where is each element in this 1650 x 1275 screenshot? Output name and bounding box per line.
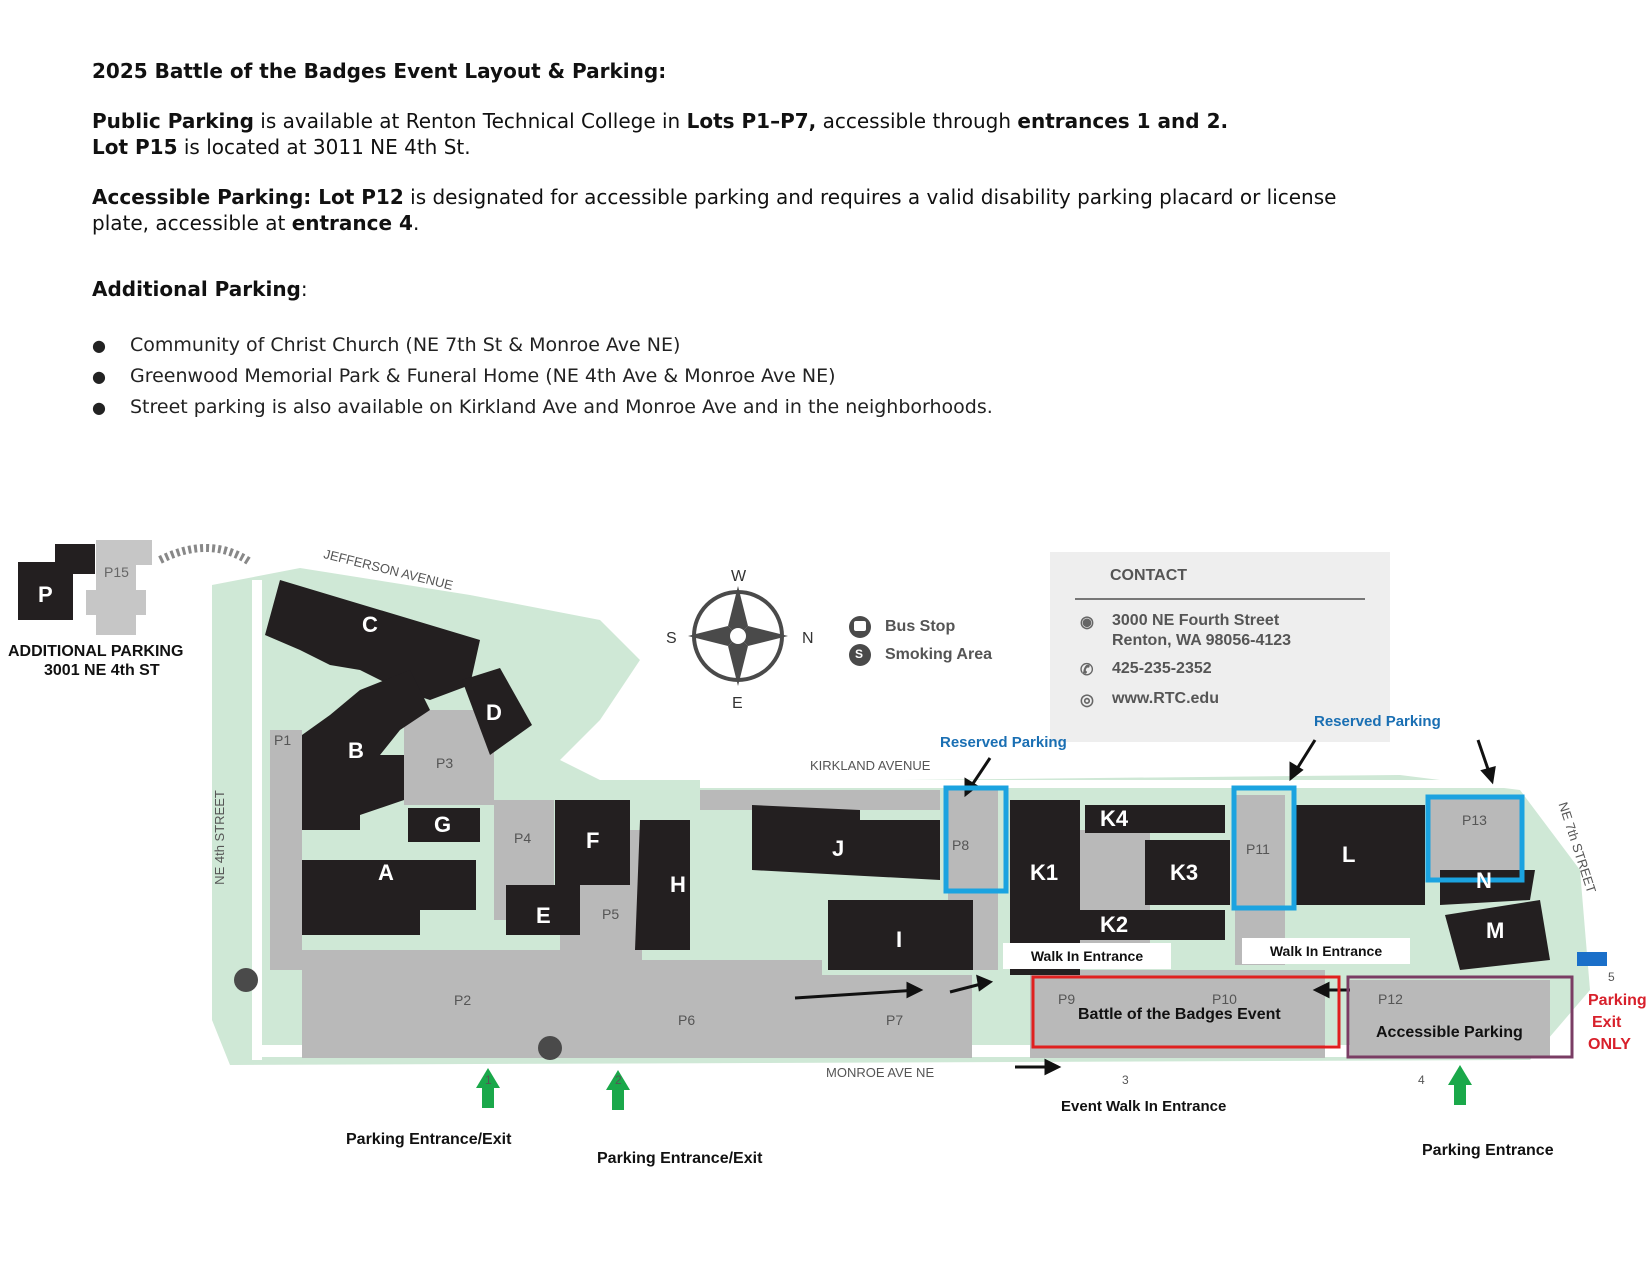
building-k4: K4 <box>1100 806 1129 831</box>
building-i: I <box>896 927 903 952</box>
lot-p13: P13 <box>1462 812 1487 828</box>
exit-only-line2: Exit <box>1592 1014 1622 1031</box>
building-a: A <box>378 860 394 885</box>
phone-icon: ✆ <box>1080 662 1094 679</box>
reserved-box-p13 <box>1425 794 1525 883</box>
p15-line: Lot P15 is located at 3011 NE 4th St. <box>92 135 471 159</box>
list-item: Community of Christ Church (NE 7th St & … <box>92 330 1392 361</box>
street-monroe: MONROE AVE NE <box>826 1065 935 1080</box>
contact-address1: 3000 NE Fourth Street <box>1112 612 1280 629</box>
compass-n: N <box>802 630 814 647</box>
lot-p7: P7 <box>886 1012 904 1028</box>
additional-parking-heading: Additional Parking: <box>92 277 308 301</box>
globe-icon: ◎ <box>1080 692 1094 709</box>
black-arrows <box>794 739 1496 1076</box>
contact-phone: 425-235-2352 <box>1112 660 1212 677</box>
legend-bus-stop: Bus Stop <box>885 618 956 635</box>
compass-s: S <box>666 630 677 647</box>
lot-p1: P1 <box>274 732 292 748</box>
building-h: H <box>670 872 686 897</box>
accessible-parking-label: Accessible Parking <box>1376 1024 1523 1041</box>
contact-panel <box>1050 552 1390 742</box>
lot-p4: P4 <box>514 830 532 846</box>
additional-parking-badge: P <box>38 582 53 607</box>
public-parking-heading: Public Parking <box>92 109 254 133</box>
lot-p9: P9 <box>1058 991 1076 1007</box>
exit-only-line1: Parking <box>1588 992 1647 1009</box>
event-label: Battle of the Badges Event <box>1078 1006 1281 1023</box>
exit-only-line3: ONLY <box>1588 1036 1631 1053</box>
building-k1: K1 <box>1030 860 1059 885</box>
compass-w: W <box>731 568 747 585</box>
entrance-number-1: 1 <box>485 1073 492 1087</box>
accessible-parking-heading: Accessible Parking: Lot P12 <box>92 185 404 209</box>
street-kirkland: KIRKLAND AVENUE <box>810 758 931 773</box>
additional-parking-label: ADDITIONAL PARKING <box>8 643 184 660</box>
campus-map: JEFFERSON AVENUE KIRKLAND AVENUE MONROE … <box>0 540 1650 1275</box>
street-ne4th: NE 4th STREET <box>211 790 227 885</box>
building-k2: K2 <box>1100 912 1129 937</box>
building-b: B <box>348 738 364 763</box>
public-parking-line: Public Parking is available at Renton Te… <box>92 109 1229 133</box>
entrance-arrow-4 <box>1448 1065 1472 1105</box>
parking-entrance-label: Parking Entrance <box>1422 1142 1554 1159</box>
lot-p8: P8 <box>952 837 970 853</box>
entrance-arrow-2 <box>606 1070 630 1110</box>
lot-p3: P3 <box>436 755 454 771</box>
lot-p6: P6 <box>678 1012 696 1028</box>
contact-heading: CONTACT <box>1110 567 1188 584</box>
list-item: Street parking is also available on Kirk… <box>92 392 1392 423</box>
compass-e: E <box>732 695 743 712</box>
building-k3: K3 <box>1170 860 1199 885</box>
walking-path <box>158 544 253 566</box>
list-item: Greenwood Memorial Park & Funeral Home (… <box>92 361 1392 392</box>
building-d: D <box>486 700 502 725</box>
building-l: L <box>1342 842 1356 867</box>
page-title: 2025 Battle of the Badges Event Layout &… <box>92 59 667 83</box>
legend-smoking: Smoking Area <box>885 646 992 663</box>
entrance-number-5: 5 <box>1608 970 1615 984</box>
legend-smoking-symbol: S <box>855 647 864 661</box>
reserved-parking-label-1: Reserved Parking <box>940 734 1067 751</box>
lot-p15: P15 <box>104 564 129 580</box>
lot-p11: P11 <box>1246 841 1270 857</box>
entrance-number-2: 2 <box>615 1073 622 1087</box>
entrance-exit-label-2: Parking Entrance/Exit <box>597 1150 763 1167</box>
contact-address2: Renton, WA 98056-4123 <box>1112 632 1292 649</box>
lot-p10: P10 <box>1212 991 1237 1007</box>
building-e: E <box>536 903 551 928</box>
entrance-arrow-1 <box>476 1068 500 1108</box>
walk-in-entrance-1: Walk In Entrance <box>1003 943 1171 969</box>
additional-parking-address: 3001 NE 4th ST <box>44 662 160 679</box>
campus-map-graphic <box>18 540 1607 1110</box>
reserved-parking-label-2: Reserved Parking <box>1314 713 1441 730</box>
additional-parking-list: Community of Christ Church (NE 7th St & … <box>92 330 1392 423</box>
building-c: C <box>362 612 378 637</box>
contact-web: www.RTC.edu <box>1112 690 1219 707</box>
event-info: 2025 Battle of the Badges Event Layout &… <box>92 58 1392 423</box>
building-f: F <box>586 828 600 853</box>
reserved-box-p11 <box>1231 785 1297 911</box>
location-pin-icon: ◉ <box>1080 614 1094 631</box>
entrance-number-3: 3 <box>1122 1073 1129 1087</box>
event-box <box>1031 975 1341 1049</box>
walk-in-entrance-2: Walk In Entrance <box>1242 938 1410 964</box>
lot-p2: P2 <box>454 992 472 1008</box>
smoking-area-icon <box>849 644 871 666</box>
lot-p12: P12 <box>1378 991 1403 1007</box>
reserved-box-p8 <box>943 785 1009 894</box>
building-j: J <box>832 836 845 861</box>
compass-icon <box>688 586 788 686</box>
building-m: M <box>1486 918 1505 943</box>
event-walk-in-label: Event Walk In Entrance <box>1061 1098 1227 1115</box>
accessible-parking-line: Accessible Parking: Lot P12 is designate… <box>92 185 1337 235</box>
accessible-box <box>1346 975 1574 1059</box>
green-arrows <box>476 1065 1472 1110</box>
building-n: N <box>1476 868 1492 893</box>
entrance-number-4: 4 <box>1418 1073 1425 1087</box>
entrance-exit-label-1: Parking Entrance/Exit <box>346 1131 512 1148</box>
lot-p5: P5 <box>602 906 620 922</box>
exit-marker <box>1577 952 1607 966</box>
building-g: G <box>434 812 452 837</box>
